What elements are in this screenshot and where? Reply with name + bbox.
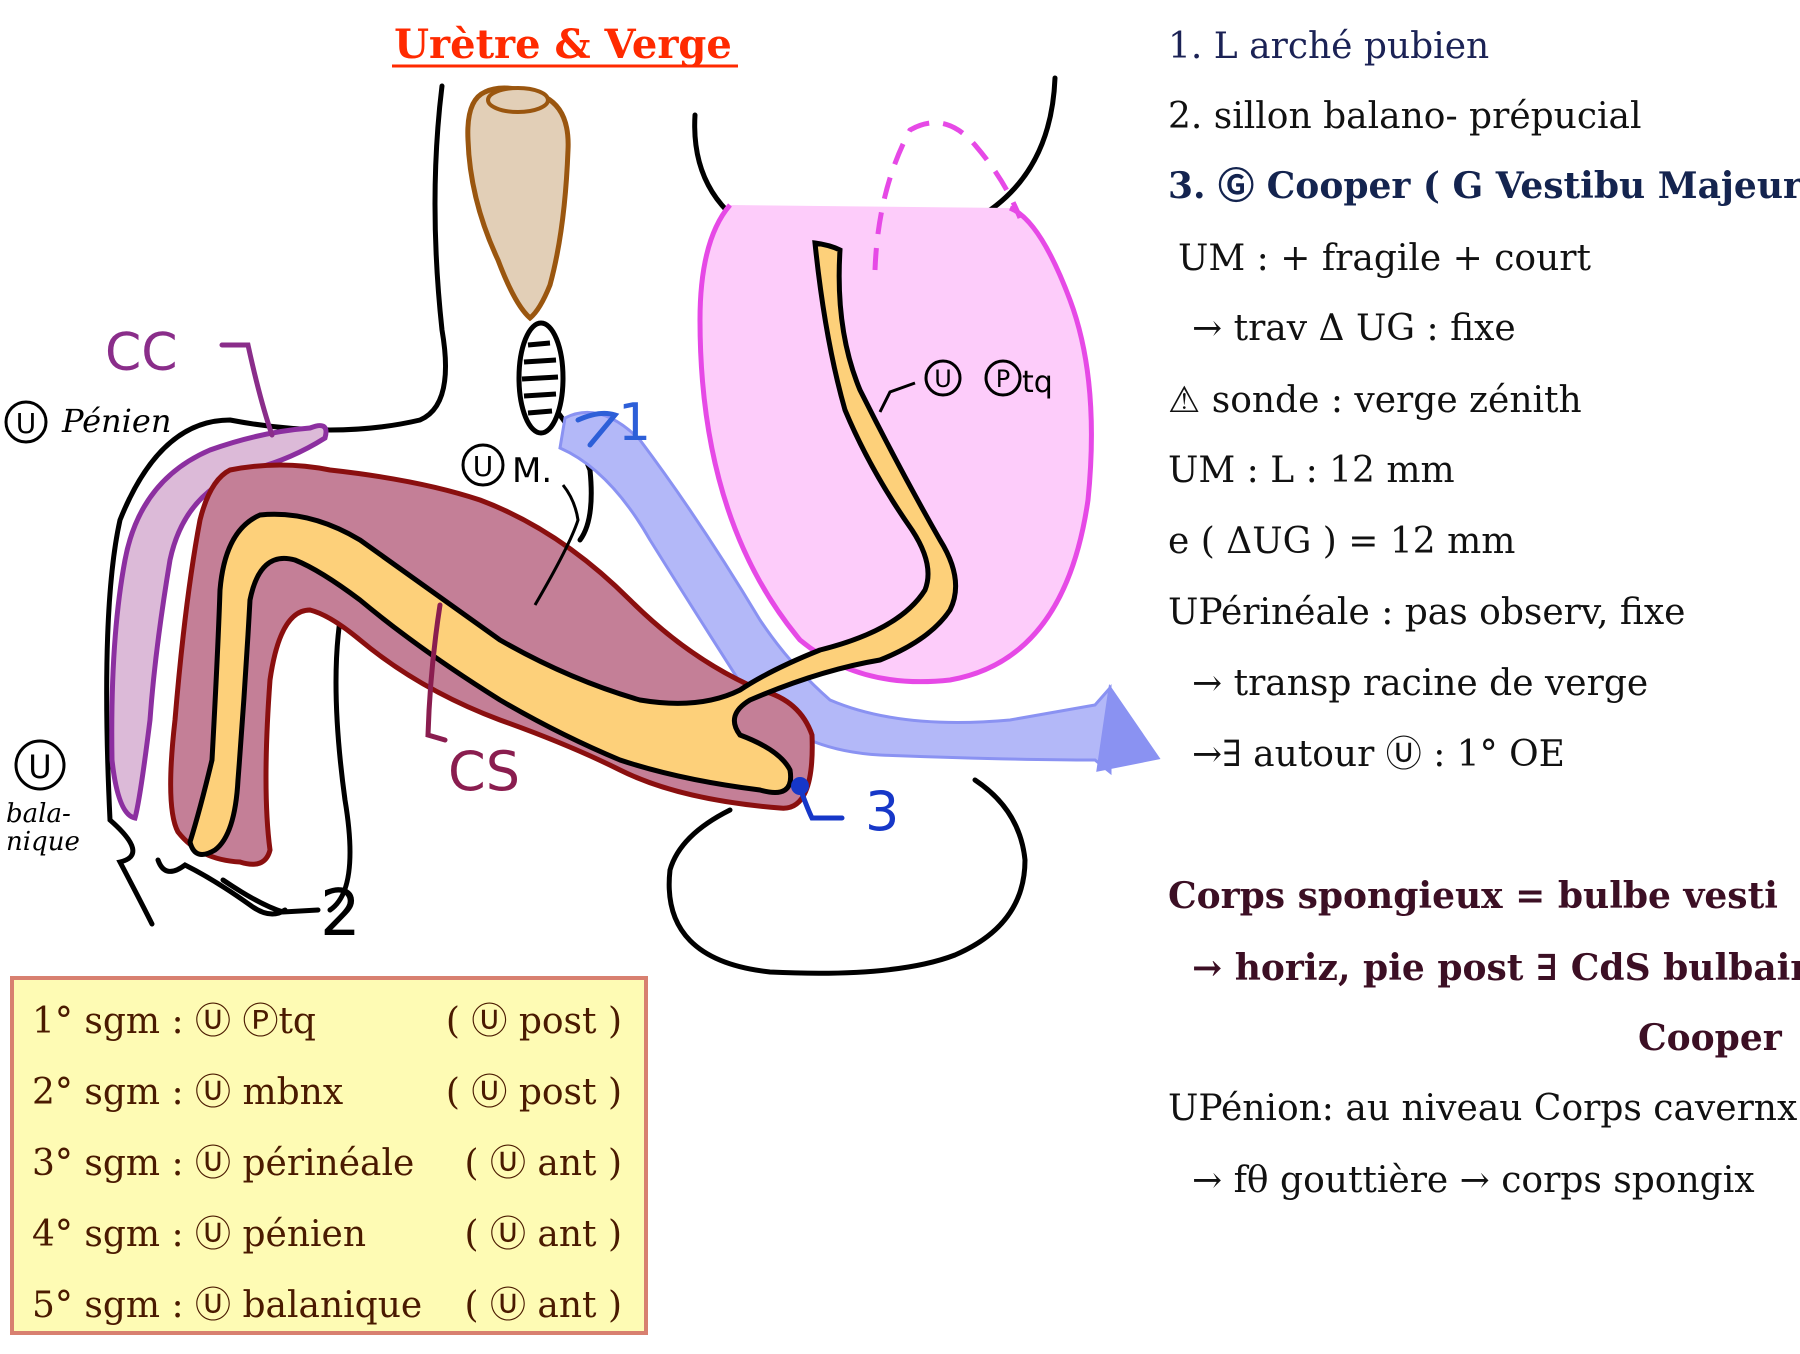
note-line: 2. sillon balano- prépucial (1168, 96, 1642, 137)
pubic-bone-stripes (521, 340, 559, 416)
label-number-2: 2 (320, 877, 361, 951)
u-penien-symbol: U (16, 407, 37, 440)
prostate-dashed (872, 120, 1023, 271)
note-line: Cooper (1638, 1017, 1783, 1059)
note-line: 1. L arché pubien (1168, 26, 1489, 67)
leader-cs (425, 602, 448, 743)
segment-label: 5° sgm : Ⓤ balanique (32, 1285, 422, 1326)
leader-2 (220, 877, 321, 915)
segment-note: ( Ⓤ post ) (446, 1001, 622, 1042)
leader-ptq (878, 381, 916, 413)
u-ptq-circle (924, 359, 962, 397)
u-ptq-symbol: U (934, 365, 952, 393)
segment-label: 2° sgm : Ⓤ mbnx (32, 1072, 343, 1113)
leader-um (533, 484, 580, 606)
um-symbol: U (473, 450, 494, 483)
note-line: UPérinéale : pas observ, fixe (1168, 592, 1685, 633)
segments-list: 1° sgm : Ⓤ Ⓟtq ( Ⓤ post ) 2° sgm : Ⓤ mbnx (… (32, 1001, 622, 1326)
note-line: e ( ΔUG ) = 12 mm (1168, 521, 1515, 562)
segment-label: 4° sgm : Ⓤ pénien (32, 1214, 366, 1255)
pelvic-floor-outline (666, 777, 1028, 976)
u-penien-circle (4, 400, 48, 444)
blue-duct-tip (1096, 683, 1161, 772)
segment-note: ( Ⓤ ant ) (464, 1214, 622, 1255)
leader-3 (797, 785, 845, 821)
note-line: → trav Δ UG : fixe (1192, 308, 1516, 349)
u-balanique-symbol: U (28, 748, 51, 786)
label-u-penien: Pénien (61, 402, 171, 440)
label-u-balanique: bala-nique (6, 799, 80, 857)
p-circle (984, 359, 1022, 397)
prostate (697, 203, 1094, 685)
label-um: M. (512, 451, 552, 491)
label-cs: CS (448, 740, 520, 803)
note-line: → transp racine de verge (1192, 663, 1648, 704)
rectum-lumen (486, 86, 550, 114)
notes-list: 1. L arché pubien 2. sillon balano- prépu… (1168, 26, 1800, 1201)
um-circle (461, 443, 505, 487)
label-number-3: 3 (865, 780, 899, 843)
note-line: UPénion: au niveau Corps cavernx (1168, 1088, 1797, 1129)
segment-note: ( Ⓤ ant ) (464, 1143, 622, 1184)
segment-note: ( Ⓤ ant ) (464, 1285, 622, 1326)
label-u-balanique-line: nique (6, 827, 80, 857)
note-line: ⚠ sonde : verge zénith (1168, 380, 1582, 421)
rectum (465, 85, 571, 322)
note-line: 3. Ⓖ Cooper ( G Vestibu Majeure ) (1168, 165, 1800, 207)
urethra (187, 240, 959, 857)
note-line: Corps spongieux = bulbe vesti (1168, 875, 1778, 917)
body-outline (104, 83, 449, 927)
segment-note: ( Ⓤ post ) (446, 1072, 622, 1113)
segment-label: 1° sgm : Ⓤ Ⓟtq (32, 1001, 316, 1042)
note-line: UM : + fragile + court (1178, 238, 1591, 279)
note-line: →∃ autour Ⓤ : 1° OE (1192, 734, 1565, 775)
label-cc: CC (105, 323, 178, 383)
note-line: UM : L : 12 mm (1168, 450, 1455, 491)
p-symbol: P (996, 365, 1010, 393)
u-balanique-circle (14, 739, 66, 791)
blue-duct (558, 410, 1112, 776)
body-outline-lower (155, 857, 288, 917)
label-u-ptq: tq (1022, 365, 1053, 400)
note-line: → horiz, pie post ∃ CdS bulbaire (1192, 947, 1800, 989)
segment-label: 3° sgm : Ⓤ périnéale (32, 1143, 414, 1184)
page-title: Urètre & Verge (394, 21, 732, 68)
segments-box (10, 976, 648, 1335)
leader-cc (219, 342, 275, 438)
leader-1 (575, 410, 620, 448)
label-number-1: 1 (618, 393, 651, 453)
label-u-balanique-line: bala- (6, 799, 71, 829)
note-line: → fθ gouttière → corps spongix (1192, 1160, 1755, 1201)
